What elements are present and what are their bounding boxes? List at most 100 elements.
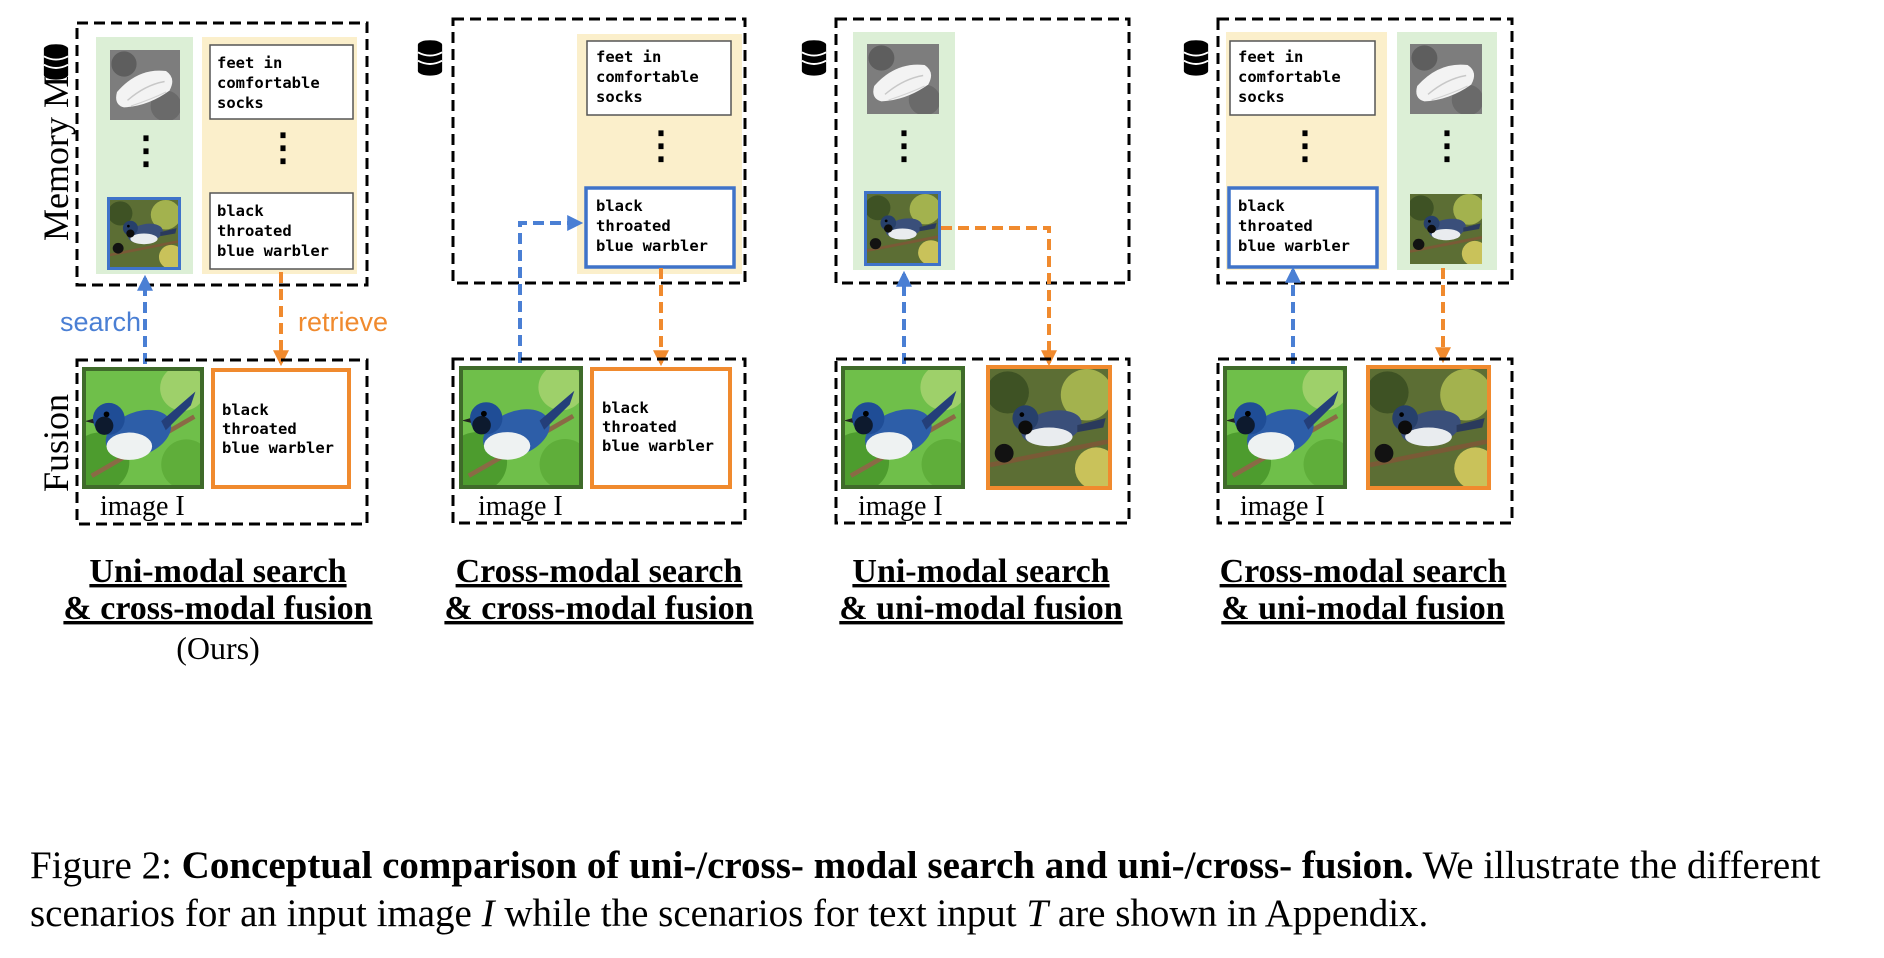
fused-text-line: blue warbler xyxy=(222,439,334,457)
ellipsis: ⋮ xyxy=(127,127,165,172)
panel-note: (Ours) xyxy=(176,630,260,666)
fusion-box xyxy=(451,357,747,525)
ellipsis: ⋮ xyxy=(1286,122,1324,167)
memory-text-line: socks xyxy=(217,94,264,112)
fused-text-line: throated xyxy=(222,420,297,438)
caption-text: are shown in Appendix. xyxy=(1048,892,1429,935)
memory-text-line: blue warbler xyxy=(217,242,329,260)
svg-text:feet in comfortable: feet in comfortable socks xyxy=(596,48,708,106)
socks-image xyxy=(1410,44,1482,114)
panel-title-line2: & cross-modal fusion xyxy=(63,590,372,627)
retrieve-arrow xyxy=(941,226,1057,367)
memory-text-line: socks xyxy=(1238,88,1285,106)
memory-label: Memory M xyxy=(36,76,76,241)
memory-text-warbler-selected xyxy=(1227,186,1379,269)
memory-box xyxy=(451,17,747,285)
database-icon xyxy=(1182,39,1210,76)
memory-text-line: comfortable xyxy=(217,74,320,92)
fused-text-line: black xyxy=(602,399,649,417)
ellipsis: ⋮ xyxy=(1428,122,1466,167)
image-caption: image I xyxy=(858,491,943,522)
svg-text:black throated blu: black throated blue warbler xyxy=(596,197,708,255)
database-icon xyxy=(42,43,70,80)
socks-image xyxy=(867,44,939,114)
memory-box xyxy=(1216,17,1514,285)
query-bird-image xyxy=(447,364,591,492)
panel-title-line1: Uni-modal search xyxy=(852,553,1109,590)
panel-2: feet in comfortable socks ⋮ black throat… xyxy=(416,17,754,627)
memory-text-line: feet in xyxy=(596,48,661,66)
socks-image xyxy=(110,50,180,120)
fusion-box xyxy=(75,358,369,526)
fusion-label: Fusion xyxy=(36,394,76,492)
fused-text-line: blue warbler xyxy=(602,437,714,455)
memory-text-line: blue warbler xyxy=(1238,237,1350,255)
memory-text-line: throated xyxy=(217,222,292,240)
fused-text-line: throated xyxy=(602,418,677,436)
caption-text: while the scenarios for text input xyxy=(494,892,1027,935)
caption-text: We illustrate the different scenarios fo… xyxy=(30,844,1821,935)
bird-image xyxy=(110,200,178,267)
caption-var-text: T xyxy=(1026,892,1049,935)
caption-var-image: I xyxy=(481,892,495,935)
memory-text-line: blue warbler xyxy=(596,237,708,255)
memory-text-line: black xyxy=(596,197,643,215)
figure-caption: Figure 2: Conceptual comparison of uni-/… xyxy=(30,842,1870,938)
query-bird-image xyxy=(1211,364,1355,492)
caption-prefix: Figure 2: xyxy=(30,844,182,887)
fusion-box xyxy=(834,357,1131,525)
memory-text-socks xyxy=(586,40,732,116)
panel-4: feet in comfortable socks ⋮ black throat… xyxy=(1182,17,1514,627)
fused-bird-image xyxy=(1366,369,1496,490)
memory-text-line: comfortable xyxy=(1238,68,1341,86)
database-icon xyxy=(800,39,828,76)
query-bird-image xyxy=(70,365,211,492)
memory-text-line: socks xyxy=(596,88,643,106)
memory-box xyxy=(75,21,369,287)
search-arrow xyxy=(518,215,584,363)
image-caption: image I xyxy=(478,491,563,522)
panel-title-line2: & uni-modal fusion xyxy=(1221,590,1504,627)
panel-title-line2: & uni-modal fusion xyxy=(839,590,1122,627)
bird-image xyxy=(1410,194,1482,264)
search-label: search xyxy=(60,307,141,337)
panel-title-line1: Uni-modal search xyxy=(89,553,346,590)
fusion-box xyxy=(1216,357,1514,525)
memory-text-line: black xyxy=(217,202,264,220)
ellipsis: ⋮ xyxy=(885,122,923,167)
retrieve-label: retrieve xyxy=(298,307,388,337)
image-caption: image I xyxy=(1240,491,1325,522)
fused-bird-image xyxy=(986,369,1117,490)
panel-3: ⋮ image I Uni-modal search & uni-modal f… xyxy=(800,17,1131,627)
memory-text-line: feet in xyxy=(1238,48,1303,66)
fused-text-box xyxy=(211,368,351,489)
ellipsis: ⋮ xyxy=(264,124,302,169)
query-bird-image xyxy=(829,364,973,492)
memory-text-socks xyxy=(1229,40,1376,116)
image-caption: image I xyxy=(100,491,185,522)
memory-box xyxy=(834,17,1131,285)
panel-title-line1: Cross-modal search xyxy=(456,553,743,590)
bird-image xyxy=(867,194,938,263)
fused-text-box xyxy=(590,367,732,489)
panel-1: ⋮ feet in comfortable socks ⋮ black thro… xyxy=(36,21,388,666)
svg-text:black throated blu: black throated blue warbler xyxy=(217,202,329,260)
ellipsis: ⋮ xyxy=(642,122,680,167)
database-icon xyxy=(416,39,444,76)
svg-text:feet in comfortable: feet in comfortable socks xyxy=(1238,48,1350,106)
panel-title-line1: Cross-modal search xyxy=(1220,553,1507,590)
svg-text:black throated blu: black throated blue warbler xyxy=(1238,197,1350,255)
memory-text-socks xyxy=(209,44,354,120)
memory-text-line: black xyxy=(1238,197,1285,215)
memory-text-line: feet in xyxy=(217,54,282,72)
svg-text:black throated blu: black throated blue warbler xyxy=(602,399,714,455)
svg-text:black throated blu: black throated blue warbler xyxy=(222,401,334,457)
memory-text-line: throated xyxy=(596,217,671,235)
caption-bold: Conceptual comparison of uni-/cross- mod… xyxy=(181,844,1414,887)
panel-title-line2: & cross-modal fusion xyxy=(444,590,753,627)
memory-text-warbler xyxy=(209,192,354,270)
svg-text:feet in comfortable: feet in comfortable socks xyxy=(217,54,329,112)
memory-text-warbler-selected xyxy=(584,186,736,269)
memory-text-line: throated xyxy=(1238,217,1313,235)
